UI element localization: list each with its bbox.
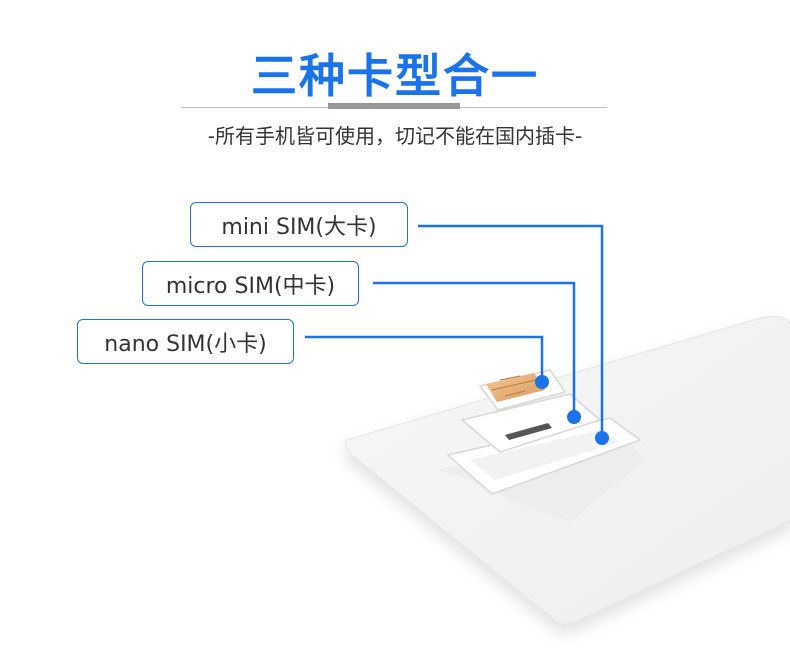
page-subtitle: -所有手机皆可使用，切记不能在国内插卡- <box>207 124 583 148</box>
connector-lines <box>305 224 604 438</box>
label-nano-sim: nano SIM(小卡) <box>77 319 294 364</box>
marker-dot-micro <box>567 410 581 424</box>
marker-dot-mini <box>595 431 609 445</box>
connector-mini <box>418 224 604 438</box>
sim-chip <box>486 373 545 402</box>
marker-dot-nano <box>535 375 549 389</box>
connector-nano <box>305 335 544 382</box>
micro-sim-frame <box>460 393 602 453</box>
title-divider-accent <box>328 103 460 109</box>
label-micro-sim: micro SIM(中卡) <box>142 261 359 306</box>
connector-micro <box>373 281 576 417</box>
label-mini-sim: mini SIM(大卡) <box>190 202 408 247</box>
page-title: 三种卡型合一 <box>251 49 539 103</box>
